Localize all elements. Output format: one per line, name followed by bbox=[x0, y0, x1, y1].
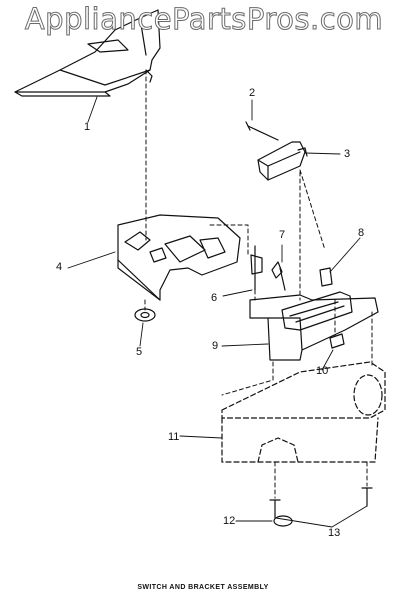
callout-11: 11 bbox=[168, 431, 180, 443]
assembly-guide-lines bbox=[144, 69, 373, 499]
callout-5: 5 bbox=[136, 346, 143, 358]
part-5-grommet bbox=[134, 308, 156, 322]
part-13-screws bbox=[269, 487, 373, 519]
callout-12: 12 bbox=[223, 515, 236, 527]
callout-4: 4 bbox=[56, 261, 63, 273]
part-9-mounting-bracket bbox=[249, 291, 379, 361]
callout-7: 7 bbox=[279, 229, 286, 241]
callout-2: 2 bbox=[249, 87, 256, 99]
part-12-washer bbox=[273, 515, 293, 527]
callout-3: 3 bbox=[344, 148, 351, 160]
part-10-small-bracket bbox=[329, 333, 345, 349]
part-4-bracket-plate bbox=[117, 214, 241, 301]
part-11-cabinet-top bbox=[221, 361, 386, 463]
part-2-screw bbox=[245, 121, 279, 141]
part-6-wire-harness bbox=[250, 245, 263, 291]
diagram-caption: SWITCH AND BRACKET ASSEMBLY bbox=[137, 584, 269, 591]
callout-8: 8 bbox=[358, 227, 365, 239]
part-8-small-clip bbox=[319, 267, 333, 287]
watermark: AppliancePartsPros.com bbox=[24, 2, 384, 37]
callout-leaders bbox=[67, 96, 368, 528]
callout-13: 13 bbox=[328, 527, 341, 539]
callout-6: 6 bbox=[211, 292, 218, 304]
callout-10: 10 bbox=[316, 365, 329, 377]
callout-1: 1 bbox=[84, 121, 91, 133]
part-1-console-cover bbox=[14, 9, 161, 97]
callout-9: 9 bbox=[212, 340, 219, 352]
part-7-clip bbox=[271, 261, 286, 291]
